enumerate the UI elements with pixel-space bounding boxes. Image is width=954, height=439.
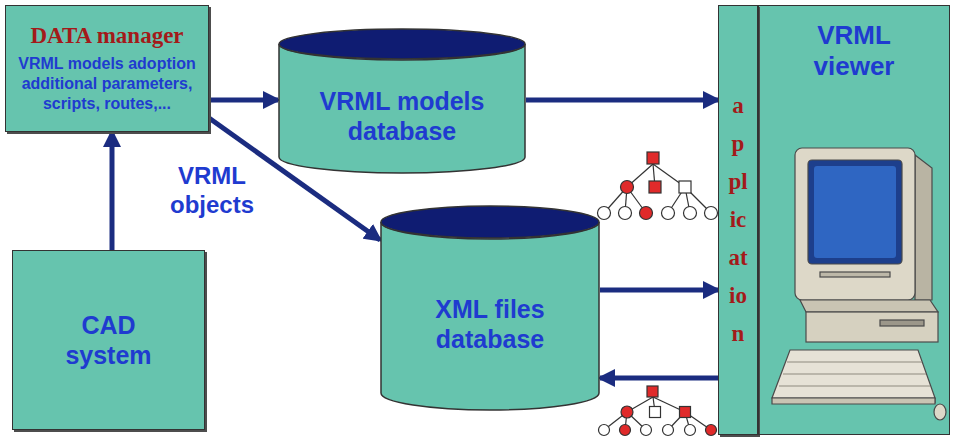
database-label: XML files database — [415, 294, 565, 354]
application-band: application — [718, 5, 758, 435]
flow-arrow — [110, 132, 115, 250]
band-label: application — [727, 87, 750, 353]
flow-arrow — [526, 98, 718, 103]
flow-arrow — [209, 98, 278, 103]
viewer-box: VRML viewer — [758, 5, 950, 435]
manager-box: DATA managerVRML models adoption additio… — [5, 5, 209, 132]
database-cylinder: VRML models database — [278, 28, 526, 173]
viewer-panel — [758, 5, 950, 435]
box-label: CAD system — [39, 310, 179, 370]
database-label: VRML models database — [307, 86, 497, 146]
cylinder-body — [381, 222, 599, 410]
xml-tree-icon — [598, 152, 718, 220]
edge-label: VRML objects — [152, 162, 272, 220]
cylinder-body — [279, 44, 525, 173]
cylinder-top — [381, 206, 599, 238]
xml-tree-icon — [599, 386, 717, 436]
source-box: CAD system — [12, 250, 205, 430]
box-body: VRML models adoption additional paramete… — [9, 54, 205, 114]
flow-arrow — [600, 376, 718, 381]
cylinder-top — [279, 29, 525, 59]
database-cylinder: XML files database — [380, 205, 600, 410]
computer-illustration — [772, 148, 946, 420]
flow-arrow — [600, 288, 718, 293]
box-heading: DATA manager — [30, 23, 183, 49]
box-label: VRML viewer — [774, 20, 934, 82]
